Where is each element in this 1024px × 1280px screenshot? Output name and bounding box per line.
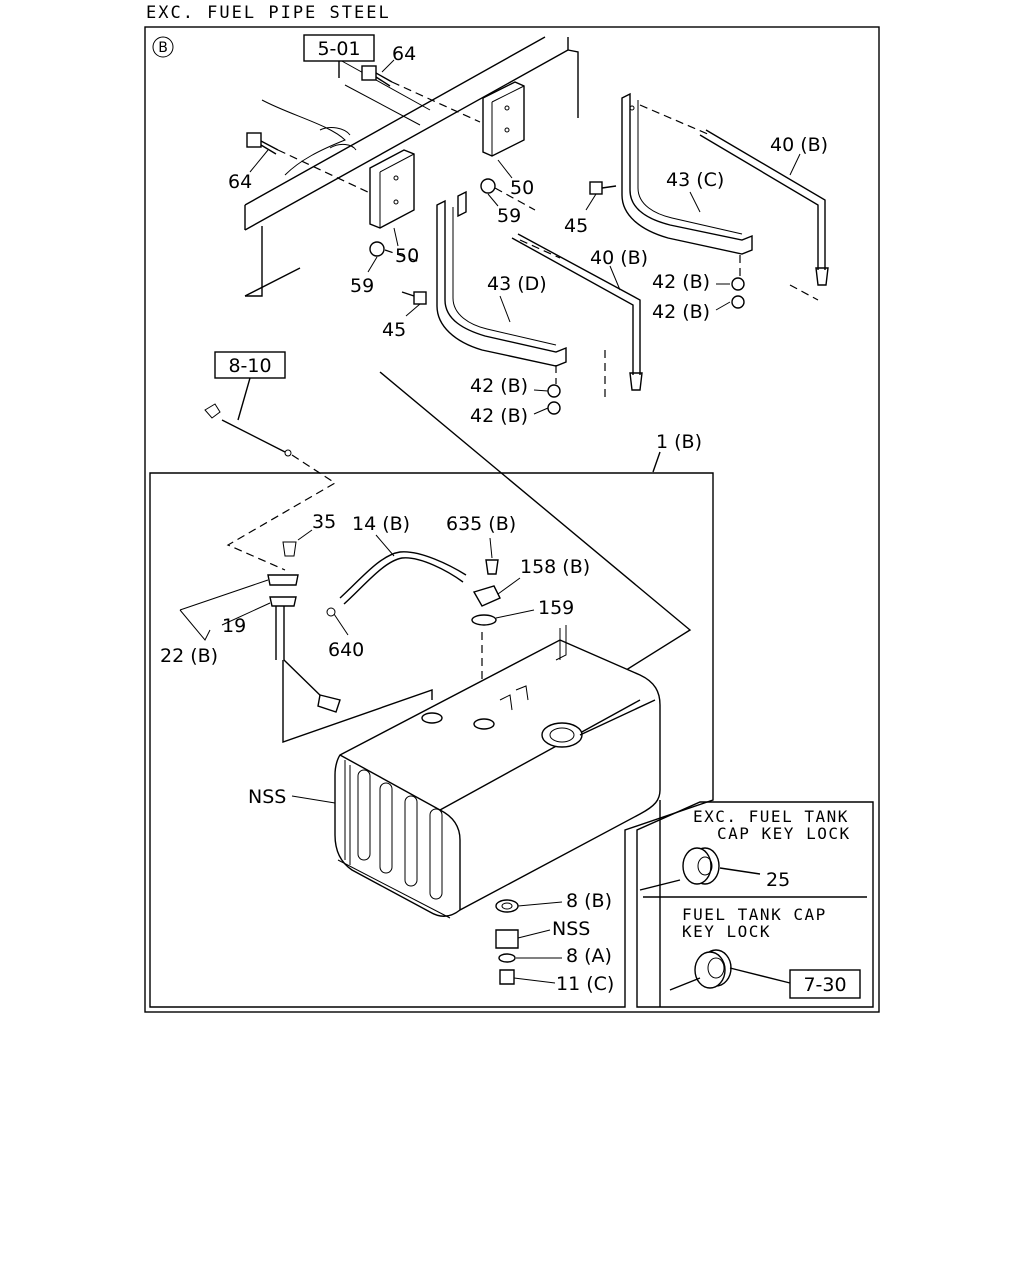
drain-plug-parts — [495, 899, 519, 985]
tank-assembly-box — [149, 472, 714, 1008]
ref-5-01[interactable]: 5-01 — [303, 34, 375, 62]
bracket-43d — [436, 190, 567, 367]
label-8a: 8 (A) — [566, 945, 612, 967]
label-42b-right-2: 42 (B) — [652, 301, 710, 323]
label-11c: 11 (C) — [556, 973, 614, 995]
label-22b: 22 (B) — [160, 645, 218, 667]
bolt-64-top — [361, 65, 393, 87]
label-nss-plug: NSS — [552, 918, 590, 940]
label-35: 35 — [312, 511, 336, 533]
label-8b: 8 (B) — [566, 890, 612, 912]
label-45-left: 45 — [382, 319, 406, 341]
leader-lines — [179, 59, 801, 984]
view-marker: B — [152, 36, 174, 58]
svg-text:7-30: 7-30 — [803, 974, 846, 996]
label-640: 640 — [328, 639, 364, 661]
key-lock-cap — [694, 949, 732, 989]
nut-42b-left-1 — [547, 384, 561, 398]
nut-59-left — [369, 241, 385, 257]
nut-42b-right-1 — [731, 277, 745, 291]
frame-bracket-upper — [482, 81, 525, 157]
assembly-lines-upper — [277, 81, 711, 263]
svg-text:5-01: 5-01 — [317, 38, 360, 60]
part-labels: 64 64 50 50 59 59 45 45 40 (B) 40 (B) 43… — [160, 43, 828, 995]
label-42b-left-2: 42 (B) — [470, 405, 528, 427]
inset-heading-key-line2: KEY LOCK — [682, 922, 771, 941]
label-42b-right-1: 42 (B) — [652, 271, 710, 293]
label-25: 25 — [766, 869, 790, 891]
ref-7-30[interactable]: 7-30 — [789, 969, 861, 999]
inset-heading-exc-line1: EXC. FUEL TANK — [693, 807, 849, 826]
label-64-top: 64 — [392, 43, 416, 65]
svg-text:8-10: 8-10 — [228, 355, 271, 377]
frame-bracket-lower — [369, 149, 415, 229]
frame-rail — [244, 36, 579, 297]
inset-heading-key-line1: FUEL TANK CAP — [682, 905, 827, 924]
bolt-45-left — [401, 291, 427, 305]
inset-heading-exc-line2: CAP KEY LOCK — [717, 824, 851, 843]
bolt-45-right — [589, 181, 617, 195]
inset-box-outline — [636, 801, 874, 1008]
label-50-right: 50 — [510, 177, 534, 199]
label-19: 19 — [222, 615, 246, 637]
label-59-left: 59 — [350, 275, 374, 297]
hose-14b — [326, 551, 467, 617]
harness-connector — [204, 403, 337, 571]
strap-40b-left — [511, 233, 643, 391]
nut-42b-right-2 — [731, 295, 745, 309]
label-14b: 14 (B) — [352, 513, 410, 535]
label-635b: 635 (B) — [446, 513, 516, 535]
nut-59-right — [480, 178, 496, 194]
label-59-right: 59 — [497, 205, 521, 227]
label-1b: 1 (B) — [656, 431, 702, 453]
cap-25 — [682, 847, 720, 885]
label-158b: 158 (B) — [520, 556, 590, 578]
label-45-right: 45 — [564, 215, 588, 237]
label-50-left: 50 — [395, 245, 419, 267]
fuel-tank — [334, 625, 661, 919]
inset-headings: EXC. FUEL TANK CAP KEY LOCK FUEL TANK CA… — [682, 807, 851, 941]
bolt-64-left — [246, 132, 279, 155]
label-64-left: 64 — [228, 171, 252, 193]
label-40b-right: 40 (B) — [770, 134, 828, 156]
label-nss-tank: NSS — [248, 786, 286, 808]
page-title: EXC. FUEL PIPE STEEL — [146, 3, 391, 23]
label-43c: 43 (C) — [666, 169, 724, 191]
svg-text:B: B — [158, 40, 168, 56]
label-42b-left-1: 42 (B) — [470, 375, 528, 397]
nut-42b-left-2 — [547, 401, 561, 415]
strap-40b-right — [699, 129, 829, 286]
label-159: 159 — [538, 597, 574, 619]
fuel-sender-unit — [267, 541, 341, 713]
bracket-43c — [621, 92, 753, 255]
label-40b-left: 40 (B) — [590, 247, 648, 269]
diagram-frame — [144, 26, 880, 1013]
ref-8-10[interactable]: 8-10 — [214, 351, 286, 379]
label-43d: 43 (D) — [487, 273, 547, 295]
